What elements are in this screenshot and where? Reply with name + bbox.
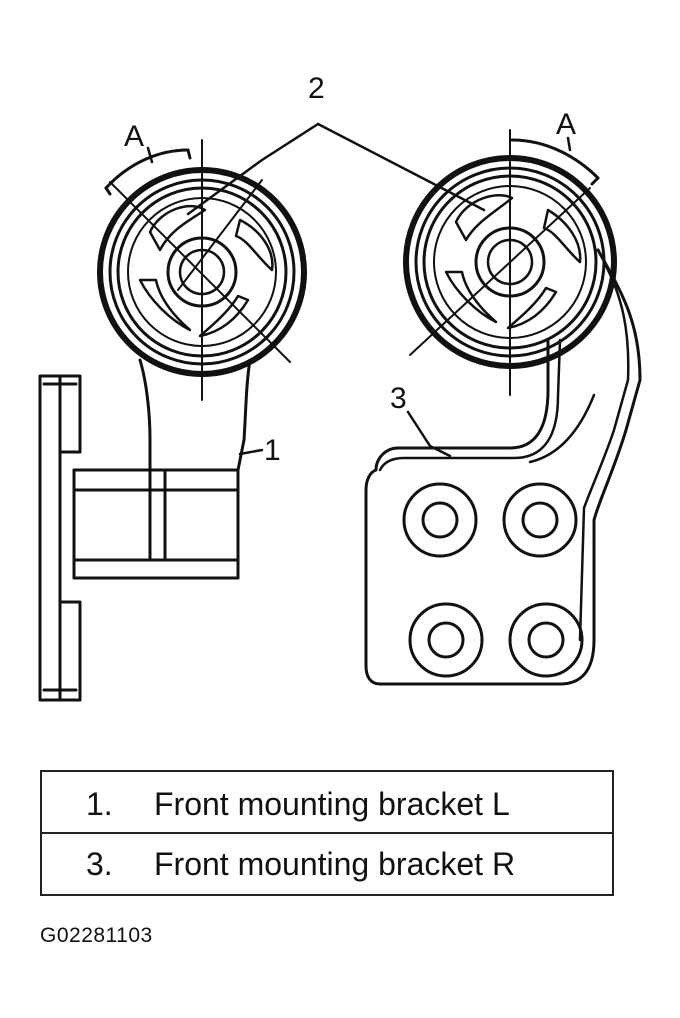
figure-code: G02281103	[40, 924, 153, 947]
left-mounting-bracket	[38, 358, 252, 702]
right-bushing	[403, 129, 617, 396]
legend-number: 1.	[86, 786, 113, 822]
legend-row: 3. Front mounting bracket R	[42, 834, 612, 894]
legend-table: 1. Front mounting bracket L 3. Front mou…	[40, 770, 614, 896]
leader-lines	[146, 122, 572, 458]
callout-a-left: A	[124, 120, 145, 153]
legend-label: Front mounting bracket L	[154, 786, 510, 822]
right-mounting-bracket	[364, 248, 642, 686]
legend-label: Front mounting bracket R	[154, 846, 516, 882]
callout-a-right: A	[556, 108, 577, 141]
callout-1: 1	[264, 434, 281, 467]
diagram-drawing	[38, 122, 642, 702]
callout-3: 3	[390, 382, 407, 415]
legend-number: 3.	[86, 846, 113, 882]
legend-row: 1. Front mounting bracket L	[42, 774, 612, 834]
left-bushing	[97, 139, 307, 401]
callout-2: 2	[308, 72, 325, 105]
bracket-diagram: 2 A A 3 1	[38, 72, 642, 702]
